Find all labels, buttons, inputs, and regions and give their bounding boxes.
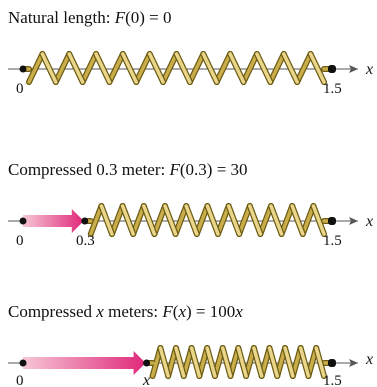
- spring-diagram-natural: 0 1.5 x: [8, 51, 373, 97]
- x-axis-arrowhead: [349, 217, 358, 225]
- panel-compressed-0-3: Compressed 0.3 meter: F(0.3) = 30 0 0.3 …: [0, 150, 377, 260]
- axis-label-x: x: [365, 351, 373, 368]
- panel-compressed-x: Compressed x meters: F(x) = 100x 0 x 1.5…: [0, 292, 377, 387]
- compression-point: [81, 217, 89, 225]
- panel-natural-length: Natural length: F(0) = 0 0 1.5 x: [0, 0, 377, 110]
- x-axis-arrowhead: [349, 65, 358, 73]
- caption-text-2: meters:: [103, 302, 163, 321]
- spring-coil-front-highlight: [40, 52, 326, 84]
- caption-paren-open: (: [172, 302, 179, 321]
- axis-label-x: x: [365, 61, 373, 78]
- origin-point: [19, 359, 27, 367]
- compression-point: [143, 359, 151, 367]
- caption-value: = 30: [212, 160, 248, 179]
- caption-value: = 0: [144, 8, 172, 27]
- caption-natural-length: Natural length: F(0) = 0: [8, 8, 172, 28]
- caption-compressed-x: Compressed x meters: F(x) = 100x: [8, 302, 243, 322]
- caption-compressed-0-3: Compressed 0.3 meter: F(0.3) = 30: [8, 160, 248, 180]
- caption-text: Compressed: [8, 302, 97, 321]
- caption-argument: (0): [125, 8, 145, 27]
- tick-label-end: 1.5: [323, 81, 342, 97]
- tick-label-zero: 0: [16, 81, 24, 97]
- tick-label-zero: 0: [16, 373, 24, 386]
- axis-label-x: x: [365, 213, 373, 230]
- tick-label-compression: x: [142, 372, 150, 386]
- compression-arrow: [23, 209, 84, 233]
- caption-variable: x: [96, 302, 104, 321]
- caption-paren-close: ): [186, 302, 192, 321]
- spring-coil-front-highlight: [158, 346, 326, 378]
- caption-function: F: [169, 160, 180, 179]
- tick-label-end: 1.5: [323, 373, 342, 386]
- spring-coil-front-highlight: [99, 204, 326, 236]
- tick-label-compression: 0.3: [76, 233, 95, 249]
- spring-end-cap: [328, 217, 336, 225]
- tick-label-end: 1.5: [323, 233, 342, 249]
- caption-argument-variable: x: [178, 302, 186, 321]
- compression-arrow: [23, 351, 146, 375]
- spring-diagram-compressed-x: 0 x 1.5 x: [8, 345, 373, 386]
- caption-argument: (0.3): [179, 160, 213, 179]
- spring-diagram-compressed-0-3: 0 0.3 1.5 x: [8, 203, 373, 249]
- x-axis-arrowhead: [349, 359, 358, 367]
- caption-function: F: [162, 302, 173, 321]
- caption-text: Compressed 0.3 meter:: [8, 160, 170, 179]
- caption-value: = 100: [191, 302, 236, 321]
- caption-function: F: [114, 8, 126, 27]
- spring-end-cap: [328, 359, 336, 367]
- origin-point: [19, 217, 27, 225]
- caption-text: Natural length:: [8, 8, 115, 27]
- caption-value-variable: x: [235, 302, 243, 321]
- origin-point: [19, 65, 27, 73]
- spring-end-cap: [328, 65, 336, 73]
- tick-label-zero: 0: [16, 233, 24, 249]
